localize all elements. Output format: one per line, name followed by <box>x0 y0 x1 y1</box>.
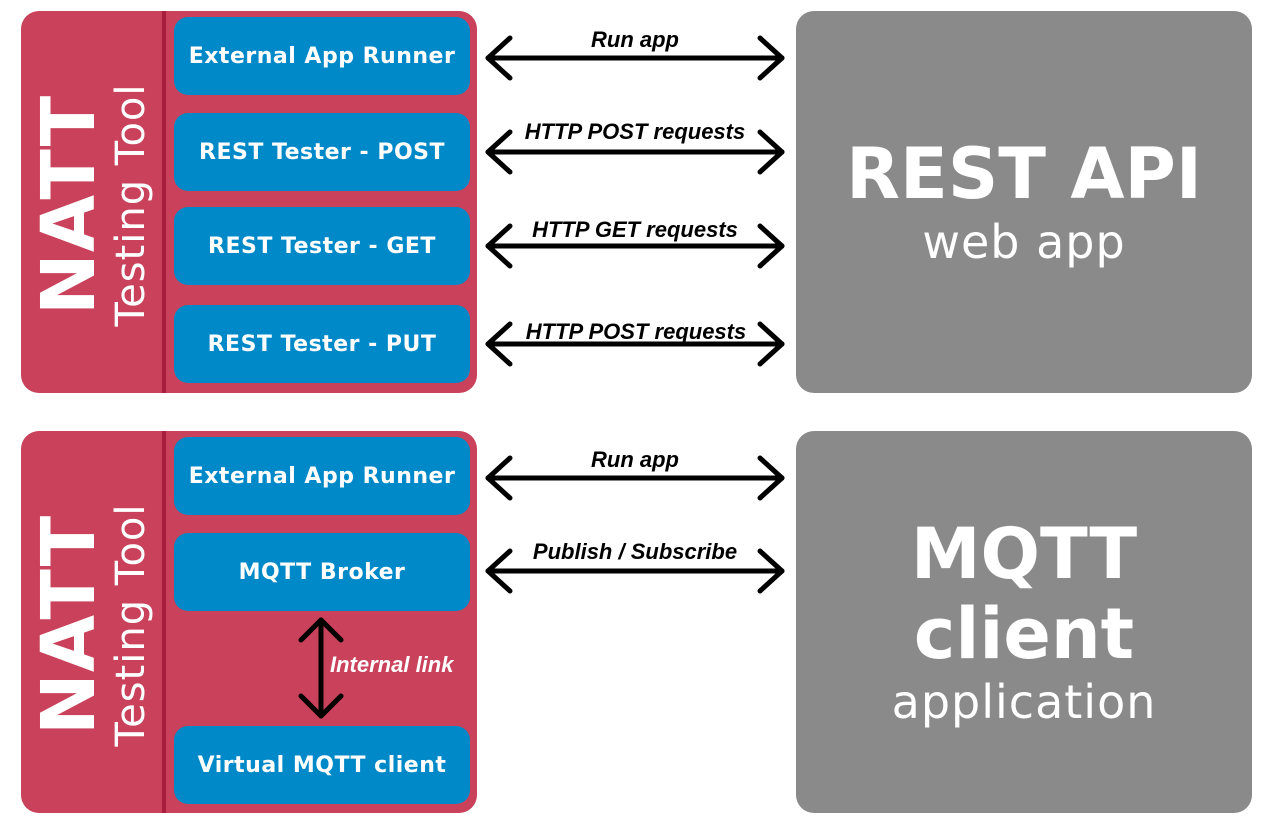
target-title: MQTT client <box>910 513 1138 675</box>
double-arrow-publish-subscribe <box>485 548 785 594</box>
module-external-app-runner: External App Runner <box>174 437 470 515</box>
connection-label-http-get: HTTP GET requests <box>532 217 738 242</box>
connection-label-run-app: Run app <box>591 447 679 472</box>
double-arrow-run-app <box>485 35 785 81</box>
module-mqtt-broker: MQTT Broker <box>174 533 470 611</box>
connection-label-run-app: Run app <box>591 27 679 52</box>
double-arrow-run-app <box>485 455 785 501</box>
module-label: External App Runner <box>188 463 456 489</box>
target-subtitle: web app <box>922 215 1126 269</box>
target-subtitle: application <box>891 675 1157 729</box>
module-label: REST Tester - GET <box>208 233 436 259</box>
mqtt-client-target: MQTT client application <box>796 431 1252 813</box>
panel-divider <box>162 431 166 813</box>
module-rest-tester-put: REST Tester - PUT <box>174 305 470 383</box>
double-arrow-http-post <box>485 129 785 175</box>
internal-link-label: Internal link <box>330 652 454 677</box>
connection-label-publish-subscribe: Publish / Subscribe <box>532 539 738 564</box>
module-label: MQTT Broker <box>238 559 406 585</box>
module-label: REST Tester - PUT <box>207 331 437 357</box>
module-label: Virtual MQTT client <box>197 752 447 778</box>
module-virtual-mqtt-client: Virtual MQTT client <box>174 726 470 804</box>
connection-label-http-post: HTTP POST requests <box>524 119 746 144</box>
double-arrow-internal-link <box>298 617 344 719</box>
connection-label-http-post-put: HTTP POST requests <box>525 319 747 344</box>
module-rest-tester-get: REST Tester - GET <box>174 207 470 285</box>
module-label: External App Runner <box>188 43 456 69</box>
module-external-app-runner: External App Runner <box>174 17 470 95</box>
module-rest-tester-post: REST Tester - POST <box>174 113 470 191</box>
double-arrow-http-get <box>485 223 785 269</box>
panel-divider <box>162 11 166 393</box>
rest-api-target: REST API web app <box>796 11 1252 393</box>
double-arrow-http-post-put <box>485 321 785 367</box>
module-label: REST Tester - POST <box>199 139 445 165</box>
target-title: REST API <box>846 133 1202 215</box>
